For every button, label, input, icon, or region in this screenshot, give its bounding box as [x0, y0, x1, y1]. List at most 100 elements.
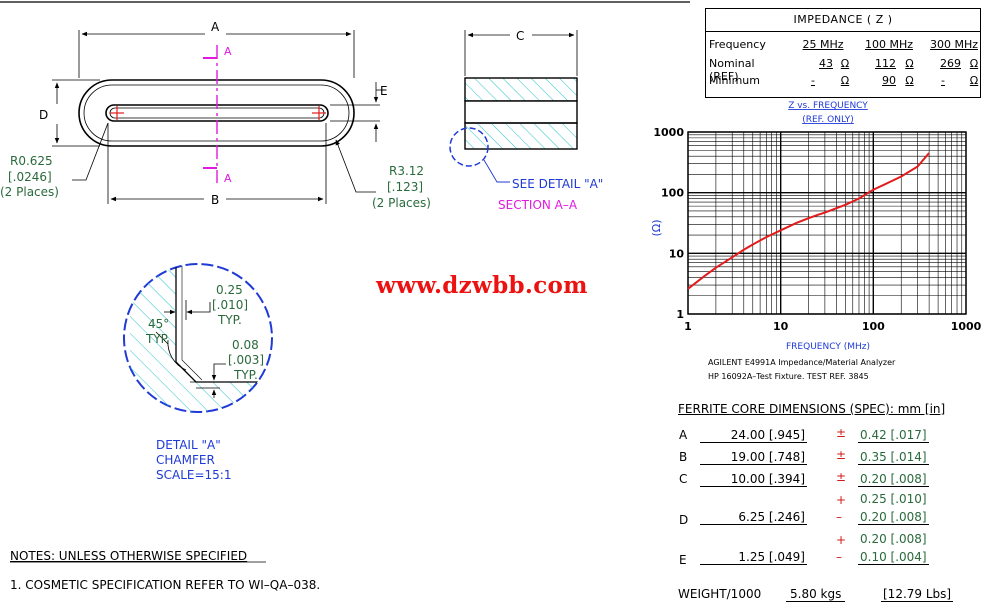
x-tick-label: 10 [773, 320, 789, 333]
section-mark-bottom: A [224, 172, 232, 185]
impedance-table: IMPEDANCE ( Z ) Frequency 25 MHz 100 MHz… [705, 8, 981, 98]
impedance-title: IMPEDANCE ( Z ) [793, 13, 893, 26]
impedance-curve [687, 152, 930, 290]
chart-footnote-2: HP 16092A–Test Fixture. TEST REF. 3845 [708, 372, 869, 381]
impedance-unit: Ω [840, 57, 850, 70]
ferrite-value: 19.00 [.748] [700, 450, 807, 465]
ferrite-value: 1.25 [.049] [700, 550, 807, 565]
detail-angle-line2: TYP. [145, 332, 170, 346]
plus-symbol: + [836, 493, 847, 507]
impedance-cell: 100 MHz [864, 38, 914, 51]
detail-dim2-line3: TYP. [233, 368, 258, 382]
detail-caption-line2: CHAMFER [156, 453, 215, 467]
minus-symbol: – [836, 550, 842, 564]
weight-label: WEIGHT/1000 [678, 587, 762, 601]
y-tick-label: 1000 [653, 126, 684, 139]
section-mark-top: A [224, 45, 232, 58]
impedance-row-label: Frequency [709, 38, 766, 51]
ferrite-heading: FERRITE CORE DIMENSIONS (SPEC): mm [in] [678, 402, 946, 416]
ferrite-letter: B [679, 450, 688, 464]
chart-title: Z vs. FREQUENCY [788, 101, 868, 111]
impedance-unit: Ω [840, 74, 850, 87]
ferrite-tol-minus: 0.20 [.008] [858, 510, 929, 525]
section-label: SECTION A–A [498, 198, 578, 212]
pm-symbol: ± [836, 448, 847, 462]
dim-d-label: D [39, 108, 48, 122]
notes: NOTES: UNLESS OTHERWISE SPECIFIED 1. COS… [10, 549, 320, 592]
impedance-cell: 90 [882, 74, 896, 87]
y-tick-label: 100 [661, 187, 684, 200]
dim-e-label: E [380, 84, 388, 98]
x-tick-label: 100 [862, 320, 885, 333]
detail-caption-line1: DETAIL "A" [156, 438, 221, 452]
pm-symbol: ± [836, 470, 847, 484]
r-large-line2: [.123] [387, 180, 423, 194]
detail-marker-circle [449, 127, 489, 167]
weight-kg: 5.80 kgs [786, 587, 846, 602]
r-small-line1: R0.625 [10, 154, 53, 168]
notes-item-1: 1. COSMETIC SPECIFICATION REFER TO WI–QA… [10, 578, 320, 592]
impedance-cell: 269 [940, 57, 961, 70]
impedance-row-label: Nominal (REF) [709, 57, 755, 83]
detail-dim1-line1: 0.25 [216, 283, 243, 297]
mechanical-drawing: A A A B D E R0.625 [.0246] (2 Places) [0, 1, 690, 592]
detail-view: 0.25 [.010] TYP. 45° TYP. 0.08 [.003] TY… [123, 263, 273, 482]
ferrite-letter: A [679, 428, 688, 442]
ferrite-letter: E [679, 553, 687, 567]
impedance-cell: - [811, 74, 815, 87]
notes-heading: NOTES: UNLESS OTHERWISE SPECIFIED [10, 549, 247, 563]
detail-caption-line3: SCALE=15:1 [156, 468, 231, 482]
chart-ylabel: (Ω) [650, 220, 663, 237]
impedance-unit: Ω [969, 74, 979, 87]
ferrite-tol: 0.20 [.008] [858, 472, 929, 487]
top-view: A A A B D E R0.625 [.0246] (2 Places) [0, 20, 431, 210]
impedance-unit: Ω [905, 74, 914, 87]
detail-angle-line1: 45° [148, 317, 169, 331]
dim-c-label: C [516, 29, 524, 43]
r-large-line3: (2 Places) [372, 196, 431, 210]
impedance-unit: Ω [969, 57, 979, 70]
ferrite-tol-minus: 0.10 [.004] [858, 550, 929, 565]
detail-dim1-line2: [.010] [212, 298, 248, 312]
impedance-cell: 25 MHz [802, 38, 844, 51]
detail-dim2-line2: [.003] [228, 353, 264, 367]
weight-lbs: [12.79 Lbs] [881, 587, 954, 602]
y-tick-label: 1 [676, 308, 684, 321]
dim-a-label: A [211, 20, 220, 34]
plot-frame [687, 131, 967, 315]
ferrite-tol: 0.35 [.014] [858, 450, 929, 465]
ferrite-dimensions: FERRITE CORE DIMENSIONS (SPEC): mm [in] … [676, 400, 981, 610]
impedance-cell: 43 [819, 57, 833, 70]
chart-xlabel: FREQUENCY (MHz) [786, 342, 870, 352]
chart-grid [687, 131, 967, 315]
impedance-cell: 112 [875, 57, 896, 70]
ferrite-value: 24.00 [.945] [700, 428, 807, 443]
detail-dim1-line3: TYP. [217, 313, 242, 327]
detail-dim2-line1: 0.08 [232, 338, 259, 352]
impedance-chart: Z vs. FREQUENCY (REF. ONLY) (Ω) 1 10 100 10… [650, 101, 982, 381]
r-large-line1: R3.12 [389, 164, 424, 178]
ferrite-letter: C [679, 472, 688, 486]
section-view: C SEE DETAIL "A" SECTION A–A [449, 29, 603, 212]
ferrite-value: 10.00 [.394] [700, 472, 807, 487]
chart-series [687, 152, 930, 290]
chart-subtitle: (REF. ONLY) [802, 115, 854, 125]
ferrite-tol-plus: 0.20 [.008] [860, 532, 927, 546]
ferrite-tol-plus: 0.25 [.010] [860, 492, 927, 506]
ferrite-letter: D [679, 513, 689, 527]
pm-symbol: ± [836, 426, 847, 440]
x-tick-label: 1000 [951, 320, 982, 333]
r-small-line3: (2 Places) [0, 185, 59, 199]
watermark: www.dzwbb.com [376, 272, 588, 299]
ferrite-tol: 0.42 [.017] [858, 428, 929, 443]
chart-footnote-1: AGILENT E4991A Impedance/Material Analyz… [708, 358, 896, 367]
x-tick-label: 1 [684, 320, 692, 333]
ferrite-value: 6.25 [.246] [700, 510, 807, 525]
impedance-cell: 300 MHz [929, 38, 979, 51]
minus-symbol: – [836, 510, 842, 524]
see-detail-label: SEE DETAIL "A" [512, 177, 603, 191]
dim-b-label: B [211, 193, 219, 207]
impedance-row-label: Minimum [709, 74, 760, 87]
plus-symbol: + [836, 533, 847, 547]
